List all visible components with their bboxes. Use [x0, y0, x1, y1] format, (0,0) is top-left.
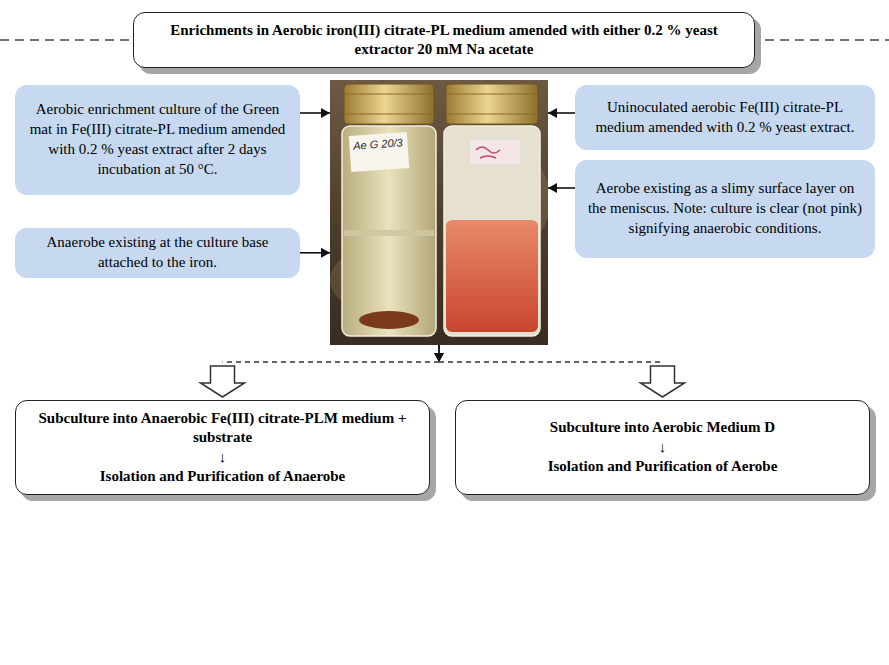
- connector: [201, 345, 445, 397]
- box-text: ↓: [659, 438, 667, 458]
- vial-cap: [446, 84, 538, 124]
- box-text: Uninoculated aerobic Fe(III) citrate-PL …: [585, 98, 865, 138]
- callout-box: Anaerobe existing at the culture base at…: [15, 228, 300, 278]
- pink-medium: [446, 220, 538, 332]
- process-box: Subculture into Anaerobic Fe(III) citrat…: [15, 400, 430, 495]
- vial-left: [342, 126, 436, 336]
- box-text: Subculture into Aerobic Medium D: [550, 418, 775, 438]
- scribble: [476, 147, 500, 158]
- box-text: Aerobic enrichment culture of the Green …: [25, 100, 290, 179]
- vial-cap: [344, 84, 434, 124]
- callout-box: Aerobe existing as a slimy surface layer…: [575, 160, 875, 258]
- connector: [548, 108, 575, 118]
- meniscus-layer: [344, 230, 434, 236]
- photo-background: [330, 80, 548, 345]
- arrow-head: [321, 248, 330, 258]
- iron-deposit: [359, 311, 419, 329]
- dashed-branch: [223, 361, 440, 362]
- heading-box: Enrichments in Aerobic iron(III) citrate…: [133, 12, 755, 68]
- arrow-head: [548, 183, 557, 193]
- vial-sticker: [349, 132, 409, 172]
- box-text: Isolation and Purification of Anaerobe: [100, 467, 346, 487]
- vial-sticker: [470, 140, 520, 164]
- arrow-head: [434, 353, 444, 362]
- cap-ridge: [344, 114, 434, 115]
- cap-ridge: [446, 94, 538, 95]
- block-arrow: [201, 366, 245, 397]
- connector: [300, 248, 330, 258]
- cap-ridge: [344, 94, 434, 95]
- box-text: Anaerobe existing at the culture base at…: [25, 233, 290, 273]
- callout-box: Aerobic enrichment culture of the Green …: [15, 85, 300, 195]
- photo-frame: Ae G 20/3: [330, 80, 548, 345]
- process-box: Subculture into Aerobic Medium D↓Isolati…: [455, 400, 870, 495]
- cap-ridge: [446, 114, 538, 115]
- box-text: Subculture into Anaerobic Fe(III) citrat…: [30, 409, 415, 448]
- connector: [300, 108, 330, 118]
- vial-photo: [330, 80, 548, 345]
- box-text: Isolation and Purification of Aerobe: [548, 457, 778, 477]
- vial-right: [444, 126, 540, 336]
- connector: [548, 183, 575, 193]
- vial-label: Ae G 20/3: [352, 136, 405, 152]
- arrow-head: [434, 353, 444, 362]
- callout-box: Uninoculated aerobic Fe(III) citrate-PL …: [575, 85, 875, 150]
- box-text: Aerobe existing as a slimy surface layer…: [585, 179, 865, 238]
- connector: [434, 345, 685, 397]
- arrow-head: [321, 108, 330, 118]
- box-text: Enrichments in Aerobic iron(III) citrate…: [148, 21, 740, 60]
- arrow-head: [548, 108, 557, 118]
- dashed-branch: [439, 361, 663, 362]
- block-arrow: [641, 366, 685, 397]
- box-text: ↓: [219, 448, 227, 468]
